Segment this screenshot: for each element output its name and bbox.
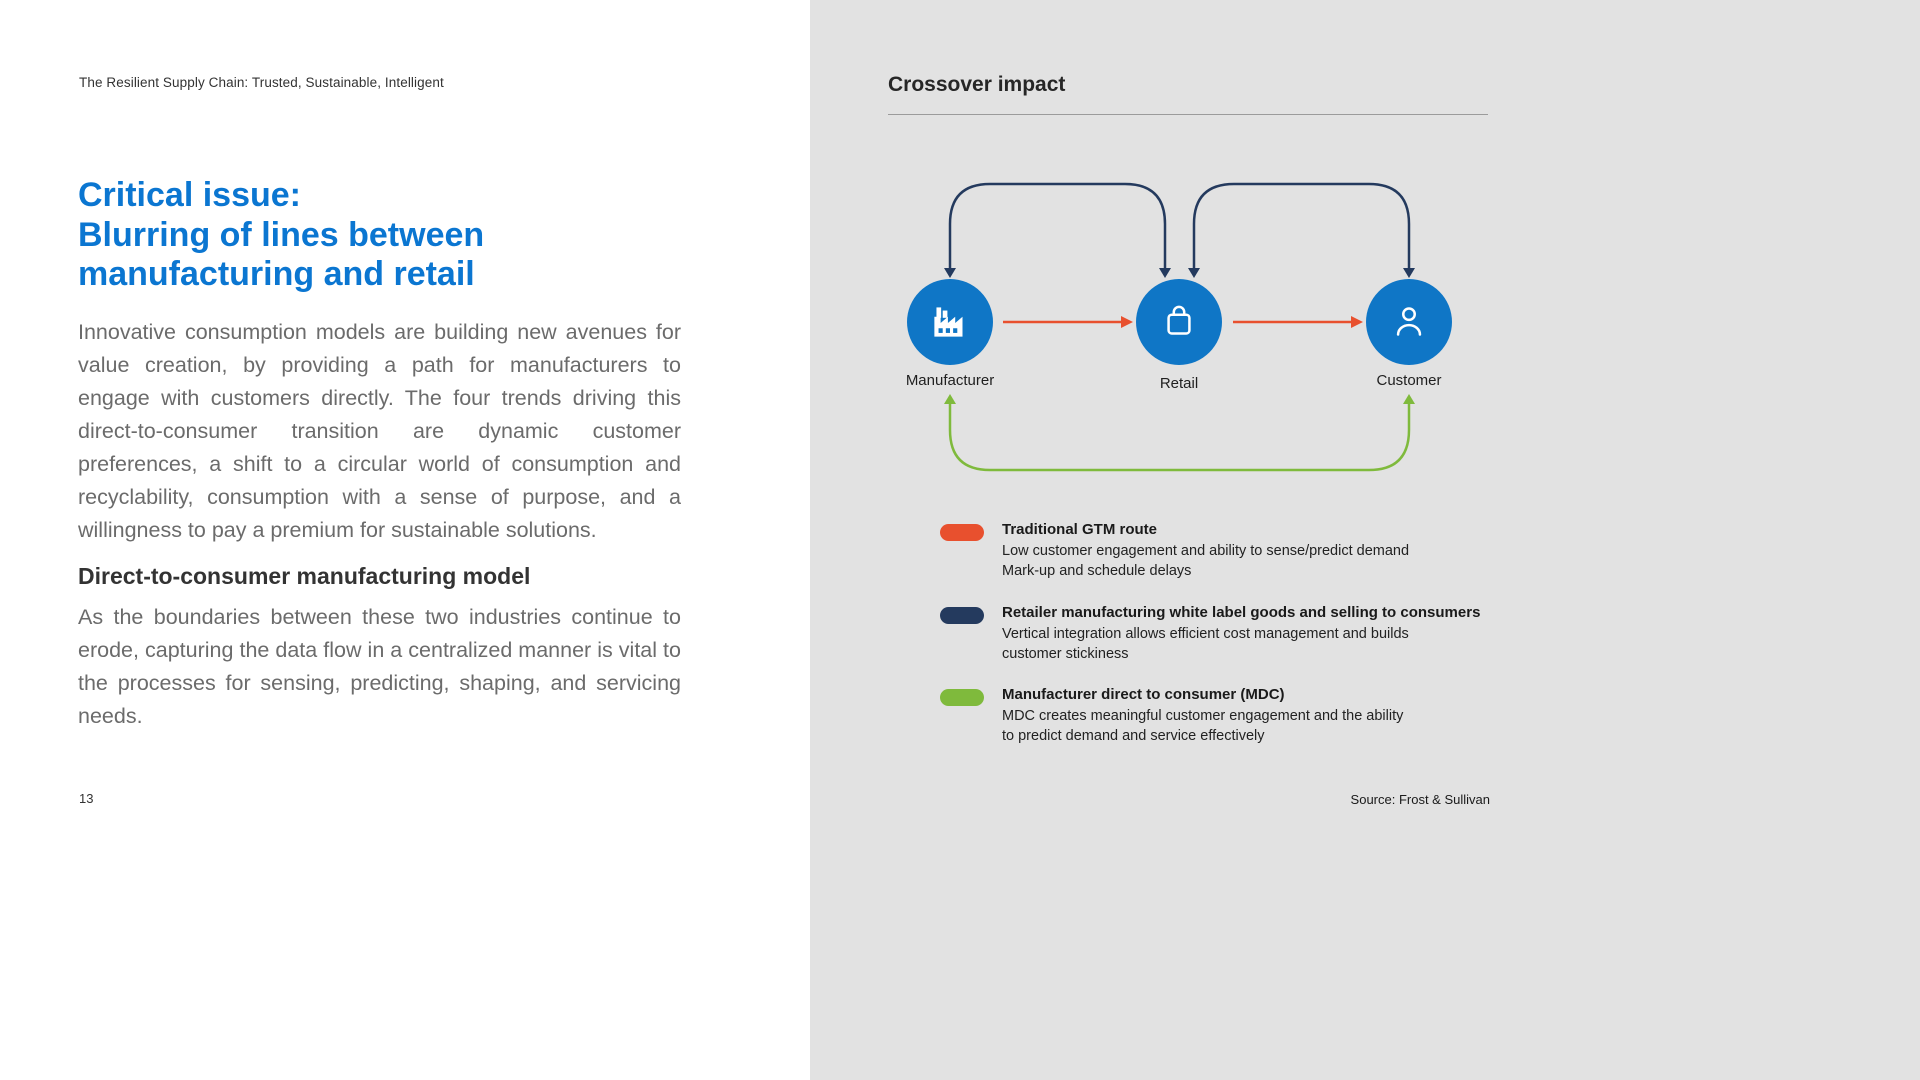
legend-title: Traditional GTM route — [1002, 521, 1158, 538]
heading-line-3: manufacturing and retail — [78, 255, 475, 293]
section-subheading: Direct-to-consumer manufacturing model — [78, 563, 531, 589]
legend-title: Manufacturer direct to consumer (MDC) — [1002, 686, 1285, 703]
node-label-customer: Customer — [1376, 372, 1442, 389]
node-customer — [1366, 279, 1452, 365]
retailer-bracket-left — [944, 182, 1171, 278]
heading-line-2: Blurring of lines between — [78, 215, 485, 254]
page-number: 13 — [79, 791, 94, 806]
body-paragraph: As the boundaries between these two indu… — [78, 605, 681, 728]
factory-icon — [934, 307, 963, 337]
legend-line: to predict demand and service effectivel… — [1002, 728, 1265, 744]
page-heading: Critical issue: Blurring of lines betwee… — [78, 176, 484, 295]
legend-line: customer stickiness — [1002, 646, 1129, 662]
legend-item-gtm: Traditional GTM route Low customer engag… — [1002, 521, 1542, 581]
intro-paragraph: Innovative consumption models are buildi… — [78, 320, 681, 542]
running-header: The Resilient Supply Chain: Trusted, Sus… — [79, 75, 444, 90]
left-page: The Resilient Supply Chain: Trusted, Sus… — [0, 0, 810, 1080]
legend-title: Retailer manufacturing white label goods… — [1002, 604, 1481, 621]
legend-line: Vertical integration allows efficient co… — [1002, 626, 1409, 642]
legend-swatch-retailer — [940, 607, 984, 624]
source-note: Source: Frost & Sullivan — [1350, 792, 1490, 807]
node-label-manufacturer: Manufacturer — [905, 372, 995, 389]
legend-item-mdc: Manufacturer direct to consumer (MDC) MD… — [1002, 686, 1542, 746]
node-manufacturer — [907, 279, 993, 365]
legend-line: Low customer engagement and ability to s… — [1002, 543, 1410, 559]
legend-item-retailer: Retailer manufacturing white label goods… — [1002, 604, 1542, 664]
legend-line: Mark-up and schedule delays — [1002, 563, 1192, 579]
diagram-title: Crossover impact — [888, 73, 1066, 96]
retailer-bracket-right — [1188, 182, 1415, 278]
heading-line-1: Critical issue: — [78, 176, 301, 214]
title-divider — [888, 114, 1488, 115]
gtm-arrow-2 — [1233, 316, 1363, 328]
legend-swatch-mdc — [940, 689, 984, 706]
right-page: Crossover impact — [810, 0, 1920, 1080]
mdc-loop — [944, 394, 1415, 472]
node-retail — [1136, 279, 1222, 365]
legend-line: MDC creates meaningful customer engageme… — [1002, 708, 1404, 724]
person-icon — [1396, 307, 1422, 336]
node-label-retail: Retail — [1159, 375, 1199, 392]
legend-swatch-gtm — [940, 524, 984, 541]
shopping-bag-icon — [1167, 305, 1191, 335]
gtm-arrow-1 — [1003, 316, 1133, 328]
